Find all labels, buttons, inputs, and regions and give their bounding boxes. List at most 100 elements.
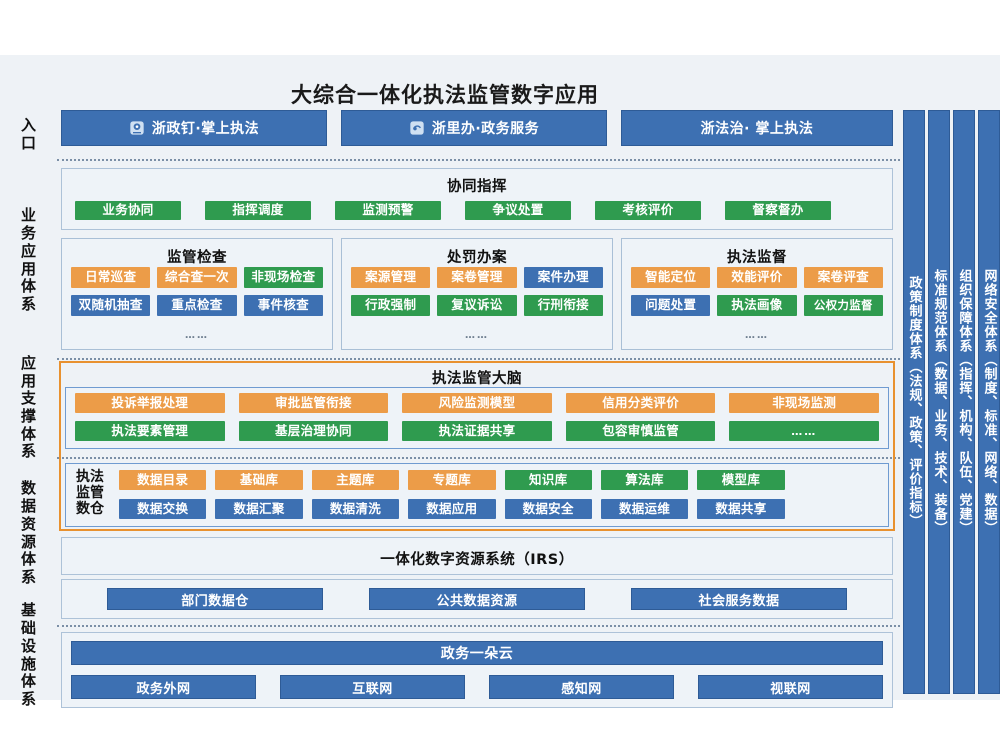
chip-wh-0[interactable]: 数据目录	[119, 470, 207, 490]
chip-enf-1[interactable]: 效能评价	[717, 267, 797, 288]
irs-bar-1[interactable]: 公共数据资源	[369, 588, 585, 610]
right-rail-wrap-1: 标准规范体系（数据、业务、技术、装备）	[928, 110, 950, 694]
chip-collab-0[interactable]: 业务协同	[75, 201, 181, 220]
ellipsis-penalty: ……	[465, 330, 489, 341]
chip-wh-12[interactable]: 数据运维	[600, 499, 689, 519]
right-rail-policy-system[interactable]: 政策制度体系（法规、政策、评价指标）	[903, 110, 925, 694]
chips-warehouse-row2: 数据交换 数据汇聚 数据清洗 数据应用 数据安全 数据运维 数据共享	[119, 499, 881, 519]
infra-bar-0[interactable]: 政务外网	[71, 675, 256, 699]
divider-entry-business	[57, 159, 900, 161]
chip-sup-3[interactable]: 双随机抽查	[71, 295, 151, 316]
rail-infra-label: 基础设施体系	[20, 601, 36, 708]
chip-pen-3[interactable]: 行政强制	[351, 295, 431, 316]
entry-button-zhezhengding[interactable]: 浙政钉·掌上执法	[61, 110, 327, 146]
chip-wh-11[interactable]: 数据安全	[504, 499, 592, 519]
chip-collab-1[interactable]: 指挥调度	[205, 201, 311, 220]
chip-sup-5[interactable]: 事件核查	[243, 295, 323, 316]
chip-wh-6[interactable]: 模型库	[697, 470, 785, 490]
entry-button-zhiliban[interactable]: 浙里办·政务服务	[341, 110, 607, 146]
right-rail-wrap-0: 政策制度体系（法规、政策、评价指标）	[903, 110, 925, 694]
chip-collab-5[interactable]: 督察督办	[725, 201, 831, 220]
infra-bar-3[interactable]: 视联网	[698, 675, 883, 699]
rail-data-resource-system: 数据资源体系	[0, 457, 57, 610]
chip-brain-6[interactable]: 基层治理协同	[238, 421, 389, 441]
main-column: 浙政钉·掌上执法 浙里办·政务服务 浙法治· 掌上执法 协同指挥 业务协同	[57, 55, 900, 708]
right-rail-label-2: 组织保障体系（指挥、机构、队伍、党建）	[956, 269, 972, 535]
page-title: 大综合一体化执法监管数字应用	[291, 83, 599, 107]
chip-wh-10[interactable]: 数据应用	[408, 499, 496, 519]
ellipsis-enforcement: ……	[745, 330, 769, 341]
chip-brain-0[interactable]: 投诉举报处理	[75, 393, 225, 413]
chip-wh-13[interactable]: 数据共享	[697, 499, 785, 519]
chip-collab-3[interactable]: 争议处置	[465, 201, 571, 220]
chip-wh-4[interactable]: 知识库	[504, 470, 592, 490]
warehouse-label: 执法监管数仓	[76, 469, 104, 518]
chip-enf-5[interactable]: 公权力监督	[803, 295, 883, 316]
infra-bar-2[interactable]: 感知网	[489, 675, 674, 699]
chips-brain-row2: 执法要素管理 基层治理协同 执法证据共享 包容审慎监管 ……	[75, 421, 879, 441]
entry-label-2: 浙里办·政务服务	[431, 121, 540, 137]
chip-enf-0[interactable]: 智能定位	[631, 267, 711, 288]
infra-network-bars: 政务外网 互联网 感知网 视联网	[71, 675, 883, 699]
irs-bar-0[interactable]: 部门数据仓	[107, 588, 323, 610]
infra-bar-1[interactable]: 互联网	[280, 675, 465, 699]
chip-brain-5[interactable]: 执法要素管理	[75, 421, 225, 441]
chip-sup-2[interactable]: 非现场检查	[243, 267, 323, 288]
rail-infrastructure-system: 基础设施体系	[0, 602, 57, 708]
chip-enf-3[interactable]: 问题处置	[631, 295, 711, 316]
right-rail-network-security-system[interactable]: 网络安全体系（制度、标准、网络、数据）	[978, 110, 1000, 694]
chip-wh-2[interactable]: 主题库	[311, 470, 400, 490]
chip-sup-1[interactable]: 综合查一次	[157, 267, 237, 288]
infra-cloud-bar[interactable]: 政务一朵云	[71, 641, 883, 665]
chip-collab-4[interactable]: 考核评价	[595, 201, 701, 220]
chip-wh-8[interactable]: 数据汇聚	[215, 499, 303, 519]
entry-label-1: 浙政钉·掌上执法	[151, 121, 260, 137]
chip-pen-4[interactable]: 复议诉讼	[437, 295, 517, 316]
chip-wh-5[interactable]: 算法库	[600, 470, 689, 490]
rail-application-support-system: 应用支撑体系	[0, 354, 57, 460]
chip-collab-2[interactable]: 监测预警	[335, 201, 441, 220]
chip-pen-0[interactable]: 案源管理	[351, 267, 431, 288]
chip-brain-1[interactable]: 审批监管衔接	[238, 393, 389, 413]
rail-entry: 入口	[0, 110, 57, 160]
rail-business-label: 业务应用体系	[20, 206, 36, 313]
chips-warehouse-row1: 数据目录 基础库 主题库 专题库 知识库 算法库 模型库	[119, 470, 881, 490]
chip-brain-9[interactable]: ……	[729, 421, 879, 441]
panel-title-supervision: 监管检查	[167, 250, 227, 266]
chip-pen-5[interactable]: 行刑衔接	[523, 295, 603, 316]
chip-enf-2[interactable]: 案卷评查	[803, 267, 883, 288]
chip-sup-0[interactable]: 日常巡查	[71, 267, 151, 288]
rail-entry-label: 入口	[20, 116, 36, 152]
chip-brain-7[interactable]: 执法证据共享	[402, 421, 552, 441]
panel-collaborative-command: 协同指挥	[61, 168, 893, 230]
chip-pen-1[interactable]: 案卷管理	[437, 267, 517, 288]
right-rail-organization-system[interactable]: 组织保障体系（指挥、机构、队伍、党建）	[953, 110, 975, 694]
right-rail-label-1: 标准规范体系（数据、业务、技术、装备）	[931, 269, 947, 535]
panel-irs: 一体化数字资源系统（IRS）	[61, 537, 893, 575]
right-rail-label-3: 网络安全体系（制度、标准、网络、数据）	[981, 269, 997, 535]
entry-button-zhefazhi[interactable]: 浙法治· 掌上执法	[621, 110, 893, 146]
chip-wh-9[interactable]: 数据清洗	[311, 499, 400, 519]
panel-enforcement-supervision: 执法监督	[621, 238, 893, 350]
rail-data-label: 数据资源体系	[20, 479, 36, 586]
chips-enforcement-supervision: 智能定位 效能评价 案卷评查 问题处置 执法画像 公权力监督	[631, 267, 883, 316]
chip-pen-2[interactable]: 案件办理	[523, 267, 603, 288]
divider-support-data	[57, 457, 900, 459]
irs-bar-2[interactable]: 社会服务数据	[631, 588, 847, 610]
chip-brain-8[interactable]: 包容审慎监管	[565, 421, 716, 441]
chip-brain-4[interactable]: 非现场监测	[729, 393, 879, 413]
chip-brain-2[interactable]: 风险监测模型	[402, 393, 552, 413]
chip-wh-1[interactable]: 基础库	[215, 470, 303, 490]
collab-title: 协同指挥	[447, 179, 507, 195]
rail-business-application-system: 业务应用体系	[0, 163, 57, 358]
chip-sup-4[interactable]: 重点检查	[157, 295, 237, 316]
divider-business-support	[57, 358, 900, 360]
chip-wh-3[interactable]: 专题库	[408, 470, 496, 490]
left-rail: 入口 业务应用体系 应用支撑体系 数据资源体系 基础设施体系	[0, 55, 57, 708]
chip-enf-4[interactable]: 执法画像	[717, 295, 797, 316]
chip-brain-3[interactable]: 信用分类评价	[565, 393, 716, 413]
right-rail-standard-system[interactable]: 标准规范体系（数据、业务、技术、装备）	[928, 110, 950, 694]
brain-title: 执法监管大脑	[432, 371, 522, 387]
chip-wh-7[interactable]: 数据交换	[119, 499, 207, 519]
chip-wh-spacer-2	[794, 499, 881, 519]
